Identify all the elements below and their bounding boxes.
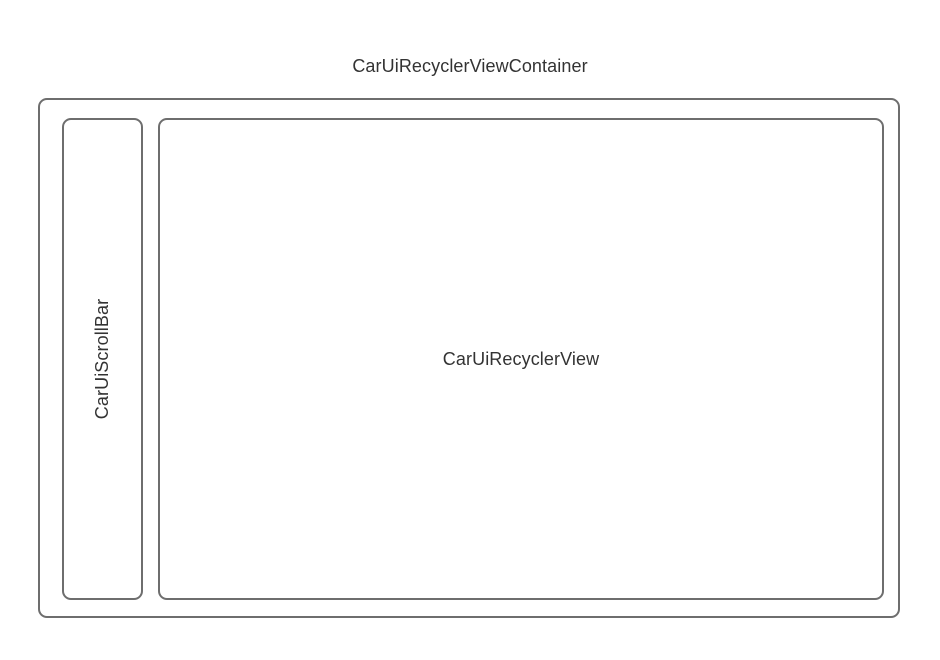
car-ui-recycler-view-box[interactable]: CarUiRecyclerView xyxy=(158,118,884,600)
container-inner-area: CarUiScrollBar CarUiRecyclerView xyxy=(40,100,898,616)
car-ui-scroll-bar-label: CarUiScrollBar xyxy=(92,298,113,420)
page-title: CarUiRecyclerViewContainer xyxy=(352,56,588,76)
car-ui-scroll-bar-box[interactable]: CarUiScrollBar xyxy=(62,118,143,600)
car-ui-recycler-view-container-box: CarUiScrollBar CarUiRecyclerView xyxy=(38,98,900,618)
car-ui-recycler-view-label: CarUiRecyclerView xyxy=(442,349,600,369)
